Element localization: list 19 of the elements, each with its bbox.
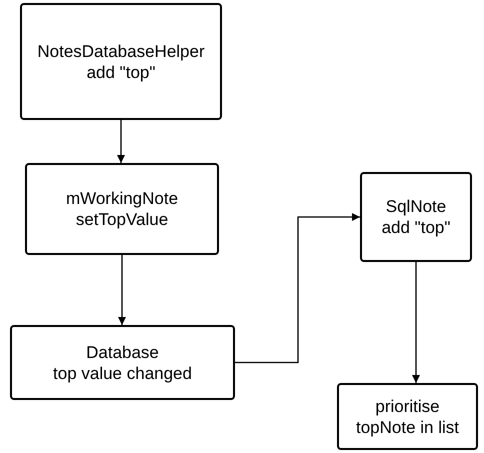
arrow bbox=[118, 255, 126, 325]
arrow bbox=[117, 120, 125, 163]
process-box bbox=[360, 172, 472, 262]
process-box bbox=[25, 163, 219, 255]
box-text: Database bbox=[86, 342, 159, 362]
box-text: mWorkingNote bbox=[66, 188, 178, 209]
process-box bbox=[337, 383, 478, 450]
box-text: prioritise bbox=[375, 396, 440, 416]
process-box bbox=[20, 3, 222, 120]
box-text: NotesDatabaseHelper bbox=[37, 40, 205, 62]
box-text: topNote in list bbox=[356, 416, 459, 438]
box-text: SqlNote bbox=[386, 196, 446, 217]
arrow bbox=[412, 262, 420, 383]
process-box bbox=[10, 325, 235, 400]
box-text: add "top" bbox=[382, 217, 450, 238]
box-text: setTopValue bbox=[76, 209, 168, 230]
box-text: add "top" bbox=[86, 62, 156, 82]
box-text: top value changed bbox=[53, 362, 192, 384]
arrow bbox=[235, 213, 360, 364]
